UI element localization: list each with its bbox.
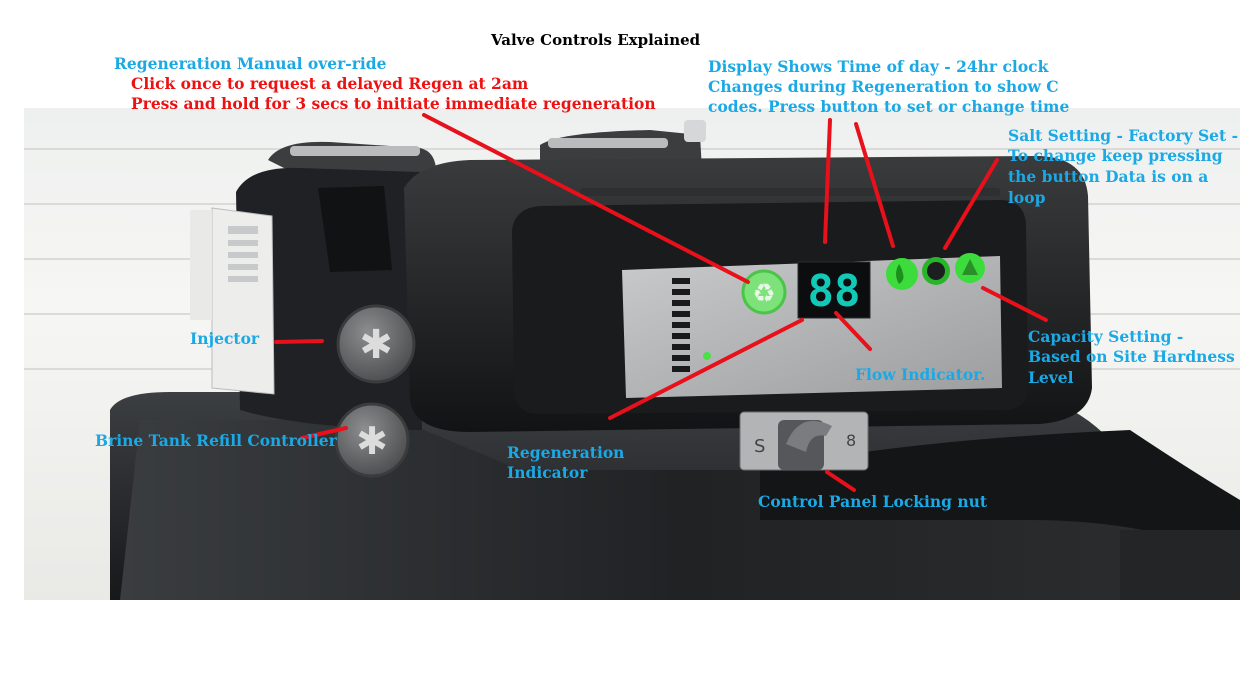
clock-set-button[interactable]	[886, 258, 918, 290]
capacity-label-line1: Capacity Setting -	[1028, 327, 1184, 346]
regeneration-recycle-button[interactable]: ♻	[741, 269, 787, 315]
leader-flow	[834, 311, 872, 351]
valve-left-housing	[190, 167, 422, 430]
brine-refill-knob[interactable]: ✱	[334, 402, 410, 478]
regen-indicator-label-line1: Regeneration	[507, 443, 625, 462]
leader-brine	[300, 426, 348, 440]
leader-clock-button	[854, 122, 895, 248]
salt-label-line2: To change keep pressing	[1008, 146, 1223, 165]
salt-setting-button[interactable]	[922, 257, 950, 285]
leader-locking-nut	[825, 470, 856, 492]
regen-override-heading: Regeneration Manual over-ride	[114, 54, 387, 73]
display-label-line3: codes. Press button to set or change tim…	[708, 97, 1070, 116]
time-display: 88	[797, 261, 871, 319]
control-panel-locking-nut[interactable]: S 8	[739, 411, 869, 471]
display-digits: 88	[808, 266, 861, 317]
leader-injector	[274, 339, 324, 344]
regen-indicator-label-line2: Indicator	[507, 463, 588, 482]
salt-label-line1: Salt Setting - Factory Set -	[1008, 126, 1239, 145]
injector-knob[interactable]: ✱	[336, 304, 416, 384]
unlock-icon: S	[754, 436, 765, 457]
asterisk-icon: ✱	[359, 322, 393, 368]
moon-icon	[896, 264, 904, 284]
capacity-setting-button[interactable]	[955, 253, 985, 283]
display-label-line2: Changes during Regeneration to show C	[708, 77, 1059, 96]
locking-nut-label: Control Panel Locking nut	[758, 492, 988, 511]
flow-indicator-label: Flow Indicator.	[855, 365, 986, 384]
diagram-title: Valve Controls Explained	[491, 31, 701, 49]
recycle-icon: ♻	[752, 279, 775, 309]
leader-regen-indicator	[608, 318, 804, 420]
leader-regen-override	[422, 113, 750, 284]
triangle-icon	[962, 259, 978, 275]
capacity-label-line2: Based on Site Hardness	[1028, 347, 1235, 366]
leader-lines	[274, 113, 1048, 492]
salt-label-line3: the button Data is on a	[1008, 167, 1209, 186]
lock-icon: 8	[846, 431, 856, 450]
leader-salt	[943, 158, 999, 250]
regeneration-indicator-led	[703, 352, 711, 360]
leader-display	[823, 118, 832, 244]
salt-label-line4: loop	[1008, 188, 1046, 207]
capacity-label-line3: Level	[1028, 368, 1074, 387]
circle-icon	[927, 262, 945, 280]
leader-capacity	[981, 286, 1048, 322]
regen-override-line2: Press and hold for 3 secs to initiate im…	[131, 94, 656, 113]
brine-label: Brine Tank Refill Controller	[95, 431, 337, 450]
regen-override-line1: Click once to request a delayed Regen at…	[131, 74, 529, 93]
injector-label: Injector	[190, 329, 260, 348]
asterisk-icon: ✱	[356, 419, 388, 463]
flow-indicator-bars	[672, 278, 690, 372]
display-label-line1: Display Shows Time of day - 24hr clock	[708, 57, 1049, 76]
